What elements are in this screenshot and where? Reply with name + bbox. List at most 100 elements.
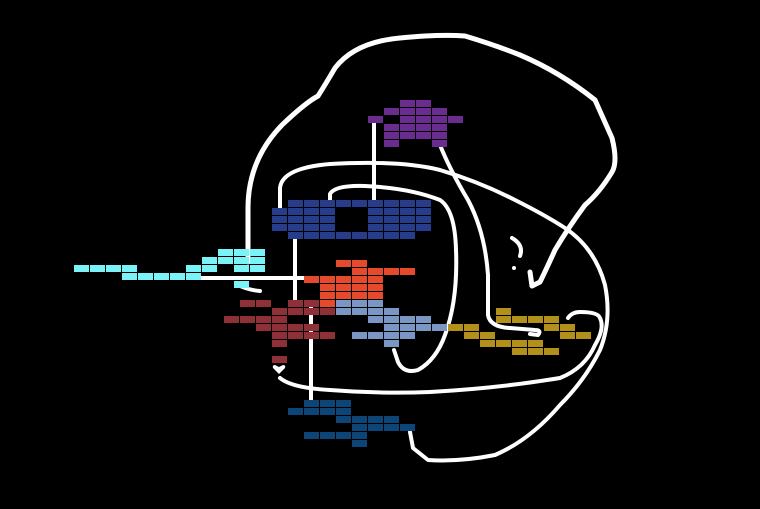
purple-block (368, 100, 463, 147)
orange-block-cell (336, 284, 351, 291)
steel-block-cell (336, 300, 351, 307)
deepblue-block-cell (288, 408, 303, 415)
crimson-block-cell (288, 300, 303, 307)
gold-block-cell (544, 348, 559, 355)
gold-block-cell (528, 348, 543, 355)
orange-block-cell (320, 300, 335, 307)
navy-block-cell (304, 216, 319, 223)
purple-block-cell (448, 116, 463, 123)
gold-block-cell (512, 316, 527, 323)
cyan-block-cell (106, 265, 121, 272)
gold-block-cell (528, 340, 543, 347)
trail-layer (198, 32, 618, 463)
crimson-block-cell (272, 356, 287, 363)
deepblue-block-cell (352, 440, 367, 447)
cyan-block-cell (234, 281, 249, 288)
deepblue-block-cell (384, 424, 399, 431)
purple-block-cell (400, 124, 415, 131)
orange-block-cell (368, 284, 383, 291)
crimson-block-cell (256, 300, 271, 307)
steel-block-cell (368, 316, 383, 323)
crimson-block-cell (304, 324, 319, 331)
cyan-block (74, 249, 265, 288)
navy-block-cell (288, 200, 303, 207)
steel-block-cell (336, 308, 351, 315)
steel-block-cell (384, 340, 399, 347)
squiggle-trail (510, 236, 523, 258)
purple-block-cell (400, 100, 415, 107)
purple-block-cell (432, 132, 447, 139)
gold-block-cell (496, 340, 511, 347)
purple-block-cell (400, 108, 415, 115)
deepblue-block-cell (384, 416, 399, 423)
orange-block-cell (352, 260, 367, 267)
crimson-block-cell (224, 316, 239, 323)
cyan-block-cell (186, 265, 201, 272)
navy-block-cell (368, 232, 383, 239)
heart-cursor-icon[interactable] (272, 365, 286, 374)
deepblue-block-cell (320, 432, 335, 439)
steel-block-cell (400, 332, 415, 339)
navy-block-cell (400, 216, 415, 223)
crimson-block-cell (272, 308, 287, 315)
navy-block-cell (288, 208, 303, 215)
navy-block-cell (288, 216, 303, 223)
crimson-block-cell (272, 316, 287, 323)
navy-block-cell (304, 232, 319, 239)
deepblue-block-cell (304, 400, 319, 407)
navy-block-cell (368, 200, 383, 207)
steel-block-cell (384, 308, 399, 315)
crimson-block-cell (256, 324, 271, 331)
deepblue-block-cell (352, 416, 367, 423)
deepblue-block (288, 400, 415, 447)
crimson-block-cell (320, 308, 335, 315)
deepblue-block-cell (336, 416, 351, 423)
orange-block-cell (320, 284, 335, 291)
crimson-block-cell (304, 332, 319, 339)
orange-block-cell (352, 284, 367, 291)
crimson-block-cell (272, 340, 287, 347)
navy-block-cell (400, 224, 415, 231)
inner-loop-trail (328, 183, 459, 373)
gold-block-cell (512, 348, 527, 355)
crimson-block-cell (288, 324, 303, 331)
cyan-block-cell (90, 265, 105, 272)
navy-block-cell (272, 208, 287, 215)
orange-block-cell (336, 292, 351, 299)
navy-block (272, 200, 431, 239)
orange-block-cell (400, 268, 415, 275)
gold-block-cell (560, 324, 575, 331)
steel-block-cell (384, 324, 399, 331)
steel-block (336, 300, 447, 347)
steel-block-cell (400, 324, 415, 331)
orange-block-cell (368, 268, 383, 275)
steel-block-cell (416, 324, 431, 331)
navy-block-cell (416, 208, 431, 215)
gold-block-cell (512, 340, 527, 347)
navy-block-cell (368, 216, 383, 223)
deepblue-block-cell (304, 432, 319, 439)
purple-block-cell (416, 100, 431, 107)
gold-block-cell (544, 316, 559, 323)
crimson-block-cell (304, 308, 319, 315)
cyan-block-cell (74, 265, 89, 272)
steel-block-cell (352, 308, 367, 315)
cyan-block-cell (234, 265, 249, 272)
navy-block-cell (320, 200, 335, 207)
crimson-block-cell (240, 300, 255, 307)
orange-block-cell (352, 276, 367, 283)
orange-block-cell (368, 276, 383, 283)
gold-block-cell (464, 332, 479, 339)
cyan-block-cell (250, 249, 265, 256)
cyan-block-cell (250, 257, 265, 264)
orange-block-cell (352, 292, 367, 299)
gold-block-cell (528, 316, 543, 323)
cyan-block-cell (202, 257, 217, 264)
navy-block-cell (400, 200, 415, 207)
orange-block-cell (336, 276, 351, 283)
orange-block-cell (368, 292, 383, 299)
deepblue-block-cell (352, 432, 367, 439)
cyan-block-cell (122, 265, 137, 272)
orange-block-cell (352, 268, 367, 275)
